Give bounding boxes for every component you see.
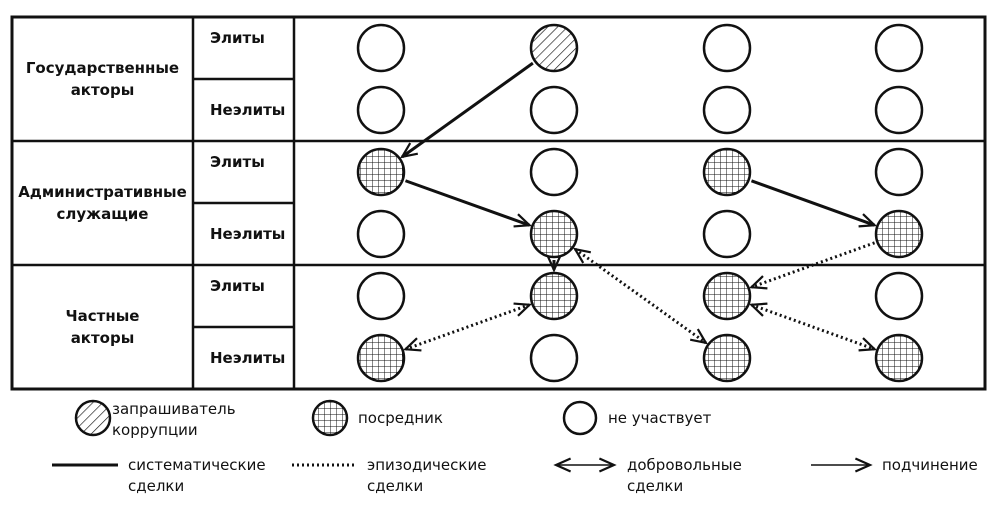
elites-label: Элиты <box>210 29 265 47</box>
legend-requester-icon <box>74 399 112 437</box>
group-label-private: акторы <box>71 329 135 347</box>
node-intermediary <box>874 333 924 383</box>
node-requester <box>529 23 579 73</box>
arrowhead <box>748 275 768 290</box>
node-none <box>702 85 752 135</box>
row-labels: ГосударственныеакторыЭлитыНеэлитыАдминис… <box>18 29 285 367</box>
node-intermediary <box>356 333 406 383</box>
legend-voluntary-label: сделки <box>627 477 683 495</box>
nodes <box>356 23 924 383</box>
legend-voluntary-label: добровольные <box>627 456 742 474</box>
arrowhead <box>858 337 878 352</box>
node-none <box>874 23 924 73</box>
node-none <box>356 23 406 73</box>
arrowhead <box>572 247 592 264</box>
node-intermediary <box>702 271 752 321</box>
table-border <box>10 15 987 391</box>
node-none <box>529 333 579 383</box>
episodic-edge <box>404 303 531 351</box>
legend-systematic-label: сделки <box>128 477 184 495</box>
systematic-edge <box>404 179 531 227</box>
legend-systematic-label: систематические <box>128 456 266 474</box>
legend-none-icon <box>562 400 598 436</box>
arrowhead <box>399 142 419 159</box>
edges <box>399 61 878 352</box>
node-none <box>702 23 752 73</box>
group-label-admin: служащие <box>57 205 149 223</box>
legend-none-label: не участвует <box>608 409 712 427</box>
legend: запрашиватель коррупции посредник не участв… <box>52 399 978 495</box>
systematic-edge <box>750 179 876 227</box>
legend-requester-label: запрашиватель <box>112 400 236 418</box>
node-intermediary <box>702 333 752 383</box>
legend-requester-label: коррупции <box>112 421 198 439</box>
legend-voluntary-arrowhead <box>553 457 572 473</box>
arrowhead <box>689 328 709 345</box>
elites-label: Элиты <box>210 277 265 295</box>
non-elites-label: Неэлиты <box>210 225 285 243</box>
arrowhead <box>513 213 533 228</box>
legend-intermediary-label: посредник <box>358 409 443 427</box>
node-none <box>356 209 406 259</box>
group-label-admin: Административные <box>18 183 187 201</box>
node-none <box>874 85 924 135</box>
node-none <box>874 147 924 197</box>
arrowhead <box>513 302 533 317</box>
node-intermediary <box>529 271 579 321</box>
legend-voluntary-arrowhead <box>598 457 617 473</box>
non-elites-label: Неэлиты <box>210 101 285 119</box>
node-none <box>356 271 406 321</box>
legend-intermediary-icon <box>311 399 349 437</box>
arrowhead <box>748 302 768 317</box>
node-none <box>356 85 406 135</box>
group-label-state: Государственные <box>26 59 179 77</box>
node-intermediary <box>702 147 752 197</box>
node-none <box>874 271 924 321</box>
episodic-edge <box>750 241 876 289</box>
arrowhead <box>858 213 878 228</box>
episodic-edge <box>574 247 707 345</box>
non-elites-label: Неэлиты <box>210 349 285 367</box>
legend-episodic-label: сделки <box>367 477 423 495</box>
legend-subordination-label: подчинение <box>882 456 978 474</box>
node-intermediary <box>356 147 406 197</box>
elites-label: Элиты <box>210 153 265 171</box>
node-none <box>529 147 579 197</box>
node-none <box>702 209 752 259</box>
node-intermediary <box>529 209 579 259</box>
arrowhead <box>402 337 422 352</box>
group-label-private: Частные <box>66 307 140 325</box>
legend-subordination-arrowhead <box>854 457 873 473</box>
systematic-edge <box>401 61 534 159</box>
episodic-edge <box>750 303 876 351</box>
node-intermediary <box>874 209 924 259</box>
node-none <box>529 85 579 135</box>
legend-episodic-label: эпизодические <box>367 456 486 474</box>
arrowhead <box>546 254 562 273</box>
group-label-state: акторы <box>71 81 135 99</box>
table-grid <box>10 15 987 391</box>
